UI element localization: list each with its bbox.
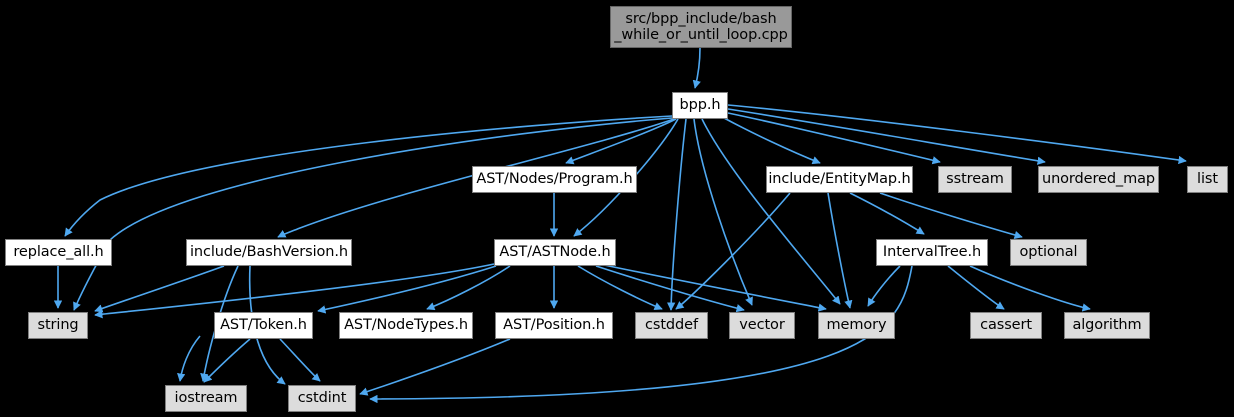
graph-node-astnode[interactable]: AST/ASTNode.h — [494, 239, 616, 266]
edge-bashversion-to-string — [94, 265, 225, 313]
edge-root-to-bpph — [692, 47, 701, 89]
edge-bpph-to-replace_all — [64, 115, 673, 237]
edge-bpph-to-list — [727, 104, 1187, 165]
edge-astnode-to-memory — [603, 264, 827, 312]
edge-bpph-to-program — [565, 118, 677, 165]
edge-intervaltree-to-cassert — [947, 265, 1005, 310]
edge-bpph-to-bashversion — [277, 118, 675, 238]
edge-astnode-to-nodetypes — [426, 265, 511, 311]
edge-bpph-to-memory — [701, 118, 841, 305]
graph-node-program[interactable]: AST/Nodes/Program.h — [472, 166, 637, 193]
graph-node-algorithm[interactable]: algorithm — [1064, 312, 1150, 339]
edge-astnode-to-string — [94, 263, 495, 319]
edge-token-to-iostream — [203, 338, 251, 383]
graph-node-root[interactable]: src/bpp_include/bash _while_or_until_loo… — [610, 6, 792, 48]
graph-node-nodetypes[interactable]: AST/NodeTypes.h — [339, 312, 473, 339]
edge-entitymap-to-vector — [675, 192, 791, 310]
edge-bpph-to-sstream — [727, 112, 941, 165]
edge-bpph-to-entitymap — [723, 117, 821, 165]
edge-entitymap-to-intervaltree — [849, 192, 925, 235]
graph-node-cstdint[interactable]: cstdint — [288, 385, 356, 412]
edge-astnode-to-vector — [595, 265, 745, 313]
edge-bpph-to-cstddef — [667, 118, 687, 311]
graph-node-position[interactable]: AST/Position.h — [495, 312, 613, 339]
graph-node-sstream[interactable]: sstream — [938, 166, 1012, 193]
edge-entitymap-to-memory — [827, 192, 853, 309]
graph-node-optional[interactable]: optional — [1010, 239, 1087, 266]
edge-group — [53, 47, 1187, 404]
edge-position-to-cstdint — [359, 338, 511, 396]
edge-bpph-to-vector — [693, 118, 753, 306]
graph-node-unordered_map[interactable]: unordered_map — [1038, 166, 1159, 193]
graph-node-bashversion[interactable]: include/BashVersion.h — [186, 239, 352, 266]
graph-node-token[interactable]: AST/Token.h — [214, 312, 313, 339]
edge-astnode-to-cstddef — [577, 265, 663, 311]
graph-node-memory[interactable]: memory — [818, 312, 895, 339]
graph-node-replace_all[interactable]: replace_all.h — [5, 239, 112, 266]
edge-astnode-to-token — [317, 265, 497, 314]
graph-node-vector[interactable]: vector — [729, 312, 795, 339]
edge-bpph-to-unordered_map — [727, 108, 1046, 165]
graph-node-cassert[interactable]: cassert — [970, 312, 1042, 339]
graph-node-entitymap[interactable]: include/EntityMap.h — [766, 166, 913, 193]
edge-bpph-to-string — [73, 117, 673, 311]
edge-entitymap-to-optional — [879, 192, 1023, 239]
graph-node-iostream[interactable]: iostream — [165, 385, 247, 412]
graph-node-string[interactable]: string — [28, 312, 88, 339]
graph-node-cstddef[interactable]: cstddef — [635, 312, 708, 339]
graph-node-list[interactable]: list — [1187, 166, 1228, 193]
edge-intervaltree-to-algorithm — [969, 265, 1091, 312]
edge-intervaltree-to-memory — [867, 265, 901, 307]
edge-nodetypes-to-iostream — [177, 335, 201, 382]
graph-node-intervaltree[interactable]: IntervalTree.h — [876, 239, 988, 266]
graph-node-bpph[interactable]: bpp.h — [672, 92, 728, 119]
edge-token-to-cstdint — [279, 338, 321, 382]
edge-intervaltree-to-cstdint — [369, 265, 913, 404]
